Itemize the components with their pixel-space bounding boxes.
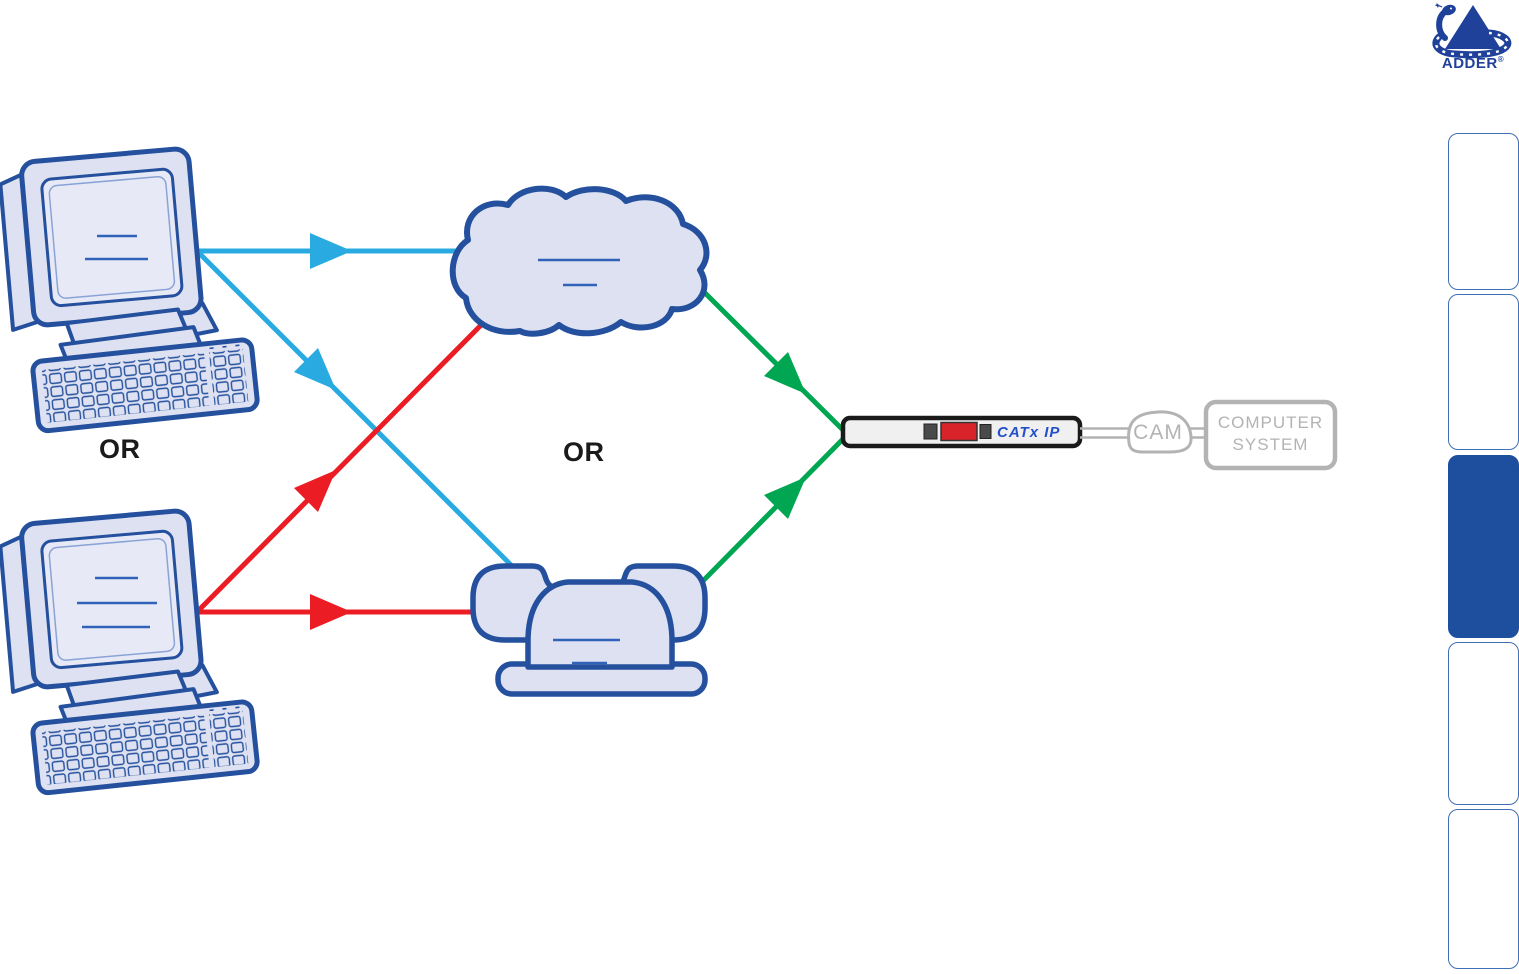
computer-system-label: COMPUTER SYSTEM [1206,412,1335,456]
screen-text-lines [85,234,148,261]
sidebar-tab-4[interactable] [1448,642,1519,805]
telephone-text-lines [553,638,620,665]
network-cloud-icon [449,185,710,337]
cloud-text-lines [538,258,620,287]
link-cloud-to-extender [699,287,847,434]
adder-snake-pyramid-icon [1432,3,1512,59]
extender-device [840,415,1083,449]
link-extender-to-cam [1080,427,1130,439]
adder-logo: ADDER® [1429,3,1517,79]
computer-system-line2: SYSTEM [1232,435,1309,454]
sidebar-tab-3-active[interactable] [1448,455,1519,638]
computer-bottom-icon [0,509,258,794]
extender-device-label: CATx IP [997,424,1061,441]
or-label-middle: OR [563,437,605,467]
link-computer-top-to-telephone [195,249,514,568]
link-computer-top-to-cloud [197,233,467,269]
telephone-icon [470,563,708,697]
screen-text-lines [77,576,157,629]
device-button [979,424,992,439]
cam-label: CAM [1133,421,1183,444]
adder-wordmark: ADDER [1441,55,1498,72]
link-computer-bottom-to-cloud [195,312,494,614]
device-button [923,423,938,440]
sidebar-tab-2[interactable] [1448,294,1519,450]
registered-mark: ® [1497,55,1505,64]
computer-system-line1: COMPUTER [1217,413,1324,432]
device-display [940,421,978,442]
or-label-left: OR [99,434,141,464]
link-computer-bottom-to-telephone [197,594,473,630]
sidebar-tab-1[interactable] [1448,133,1519,290]
adder-brand-text: ADDER® [1429,55,1517,72]
cam-pod [1127,410,1193,454]
computer-system-box [1203,399,1338,471]
link-telephone-to-extender [695,435,847,589]
computer-top-icon [0,147,258,432]
sidebar-tab-5[interactable] [1448,809,1519,969]
